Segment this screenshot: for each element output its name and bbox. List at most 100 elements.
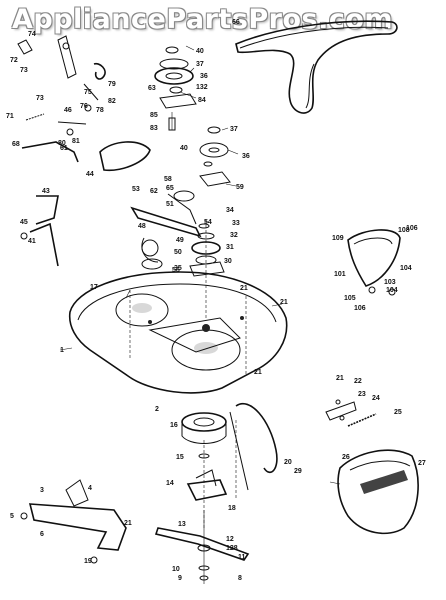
callout-labels: 1 2 3 4 5 6 8 9 10 11 12 128 13 14 15 16… — [6, 19, 426, 582]
callout-label: 32 — [230, 232, 238, 239]
callout-label: 48 — [138, 223, 146, 230]
idler-bracket — [130, 190, 202, 270]
callout-label: 49 — [176, 237, 184, 244]
callout-label: 128 — [226, 545, 238, 552]
callout-label: 63 — [148, 85, 156, 92]
callout-label: 79 — [108, 81, 116, 88]
callout-label: 20 — [284, 459, 292, 466]
callout-label: 16 — [170, 422, 178, 429]
callout-label: 45 — [20, 219, 28, 226]
callout-label: 44 — [86, 171, 94, 178]
callout-label: 21 — [254, 369, 262, 376]
callout-label: 37 — [196, 61, 204, 68]
deck-hanger-bracket — [20, 479, 127, 564]
callout-label: 13 — [178, 521, 186, 528]
callout-label: 10 — [172, 566, 180, 573]
callout-label: 109 — [332, 235, 344, 242]
callout-label: 46 — [64, 107, 72, 114]
callout-label: 27 — [418, 460, 426, 467]
callout-label: 62 — [150, 188, 158, 195]
callout-label: 25 — [394, 409, 402, 416]
callout-label: 8 — [238, 575, 242, 582]
leader-lines — [59, 45, 341, 485]
callout-label: 105 — [344, 295, 356, 302]
belt-guide-20 — [229, 403, 278, 500]
callout-label: 40 — [180, 145, 188, 152]
callout-label: 78 — [96, 107, 104, 114]
callout-label: 40 — [196, 48, 204, 55]
callout-label: 81 — [72, 138, 80, 145]
blade-adapter-14 — [186, 440, 228, 530]
callout-label: 73 — [20, 67, 28, 74]
callout-label: 37 — [230, 126, 238, 133]
callout-label: 132 — [196, 84, 208, 91]
discharge-chute-27 — [337, 449, 419, 535]
callout-label: 36 — [242, 153, 250, 160]
callout-label: 73 — [36, 95, 44, 102]
callout-label: 2 — [155, 406, 159, 413]
callout-label: 24 — [372, 395, 380, 402]
callout-label: 85 — [150, 112, 158, 119]
callout-label: 104 — [386, 287, 398, 294]
callout-label: 6 — [40, 531, 44, 538]
callout-label: 14 — [166, 480, 174, 487]
linkage-assembly — [17, 35, 106, 163]
callout-label: 50 — [174, 249, 182, 256]
callout-label: 80 — [58, 140, 66, 147]
callout-label: 108 — [398, 227, 410, 234]
blade-hardware — [197, 510, 211, 584]
callout-label: 21 — [240, 285, 248, 292]
callout-label: 26 — [342, 454, 350, 461]
callout-label: 22 — [354, 378, 362, 385]
idler-pulley-right — [199, 126, 231, 187]
callout-label: 84 — [198, 97, 206, 104]
callout-label: 36 — [200, 73, 208, 80]
callout-label: 21 — [124, 520, 132, 527]
callout-label: 33 — [232, 220, 240, 227]
drive-belt-68 — [235, 20, 398, 114]
callout-label: 17 — [90, 284, 98, 291]
callout-label: 56 — [172, 267, 180, 274]
callout-label: 5 — [10, 513, 14, 520]
side-discharge-101 — [347, 229, 401, 296]
callout-label: 9 — [178, 575, 182, 582]
callout-label: 23 — [358, 391, 366, 398]
callout-label: 19 — [84, 558, 92, 565]
callout-label: 66 — [232, 19, 240, 26]
callout-label: 1 — [60, 347, 64, 354]
callout-label: 54 — [204, 219, 212, 226]
chute-spring-assembly — [325, 399, 377, 427]
spindle-housing-16 — [181, 412, 227, 444]
callout-label: 43 — [42, 188, 50, 195]
callout-label: 34 — [226, 207, 234, 214]
callout-label: 103 — [384, 279, 396, 286]
callout-label: 30 — [224, 258, 232, 265]
callout-label: 76 — [80, 103, 88, 110]
callout-label: 3 — [40, 487, 44, 494]
callout-label: 53 — [132, 186, 140, 193]
callout-label: 106 — [354, 305, 366, 312]
callout-label: 74 — [28, 31, 36, 38]
idler-pulley-top — [154, 46, 197, 131]
callout-label: 18 — [228, 505, 236, 512]
mower-deck-1 — [68, 271, 288, 394]
callout-label: 11 — [238, 554, 246, 561]
callout-label: 71 — [6, 113, 14, 120]
callout-label: 68 — [12, 141, 20, 148]
callout-label: 21 — [336, 375, 344, 382]
callout-label: 31 — [226, 244, 234, 251]
watermark-logo: AppliancePartsPros.com — [12, 4, 394, 35]
callout-label: 83 — [150, 125, 158, 132]
callout-label: 106 — [406, 225, 418, 232]
callout-label: 21 — [280, 299, 288, 306]
callout-label: 12 — [226, 536, 234, 543]
callout-label: 104 — [400, 265, 412, 272]
callout-label: 101 — [334, 271, 346, 278]
callout-label: 15 — [176, 454, 184, 461]
callout-label: 51 — [166, 201, 174, 208]
lift-rods — [20, 195, 59, 267]
callout-label: 4 — [88, 485, 92, 492]
callout-label: 29 — [294, 468, 302, 475]
